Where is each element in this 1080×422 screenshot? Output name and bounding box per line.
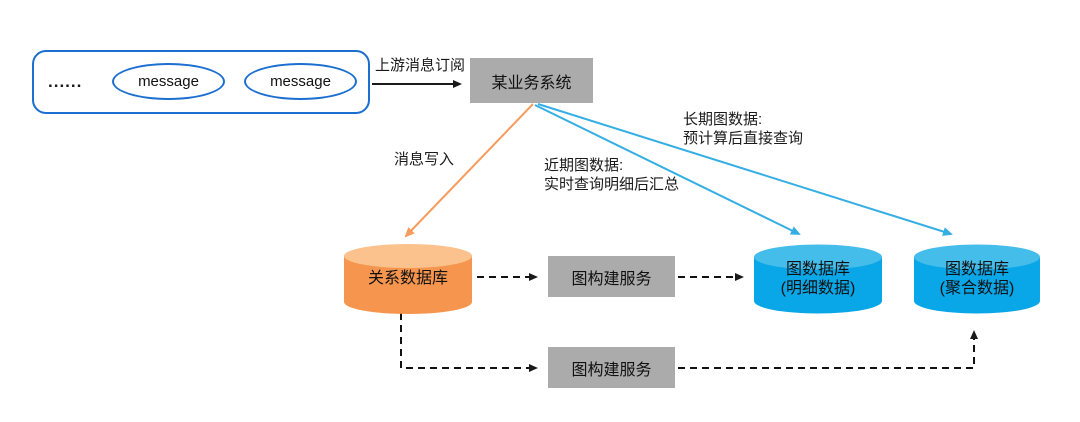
- business-system-label: 某业务系统: [491, 74, 572, 92]
- arrow-business-to-graphdb-detail: [534, 104, 801, 235]
- graphdb-detail-cylinder: [754, 244, 882, 314]
- message-queue-box: ...... message message: [32, 50, 370, 114]
- recent-graph-data-label: 近期图数据: 实时查询明细后汇总: [544, 156, 679, 194]
- graphdb-agg-cylinder: [914, 244, 1040, 314]
- longterm-graph-data-label: 长期图数据: 预计算后直接查询: [683, 110, 803, 148]
- graph-build-service-bottom-node: 图构建服务: [548, 347, 675, 388]
- message-node-label: message: [270, 73, 331, 90]
- arrow-business-to-relational-db: [404, 103, 534, 238]
- graphdb-detail-line1: 图数据库: [785, 261, 850, 278]
- message-write-label: 消息写入: [394, 151, 455, 168]
- relational-db-cylinder: [344, 244, 472, 314]
- arrow-business-to-graphdb-agg: [537, 103, 953, 236]
- graphdb-detail-label: 图数据库 (明细数据): [754, 260, 882, 298]
- graph-build-service-top-node: 图构建服务: [548, 256, 675, 297]
- upstream-subscription-label: 上游消息订阅: [375, 57, 466, 74]
- graphdb-agg-line2: (聚合数据): [939, 280, 1015, 297]
- recent-graph-data-line2: 实时查询明细后汇总: [544, 176, 680, 193]
- graph-build-service-label: 图构建服务: [571, 270, 652, 288]
- graphdb-agg-line1: 图数据库: [944, 261, 1009, 278]
- longterm-graph-data-line1: 长期图数据:: [683, 111, 763, 128]
- recent-graph-data-line1: 近期图数据:: [544, 157, 624, 174]
- message-node-label: message: [138, 73, 199, 90]
- queue-ellipsis: ......: [48, 72, 83, 91]
- dashed-relational-to-service-bottom: [400, 313, 538, 372]
- longterm-graph-data-line2: 预计算后直接查询: [683, 130, 804, 147]
- dashed-service-bottom-to-graphdb-agg: [678, 330, 978, 369]
- graphdb-agg-label: 图数据库 (聚合数据): [914, 260, 1040, 298]
- graphdb-detail-line2: (明细数据): [780, 280, 856, 297]
- message-node-2: message: [244, 63, 357, 100]
- graph-build-service-label: 图构建服务: [571, 361, 652, 379]
- relational-db-label: 关系数据库: [367, 270, 448, 287]
- business-system-node: 某业务系统: [470, 58, 593, 103]
- message-node-1: message: [112, 63, 225, 100]
